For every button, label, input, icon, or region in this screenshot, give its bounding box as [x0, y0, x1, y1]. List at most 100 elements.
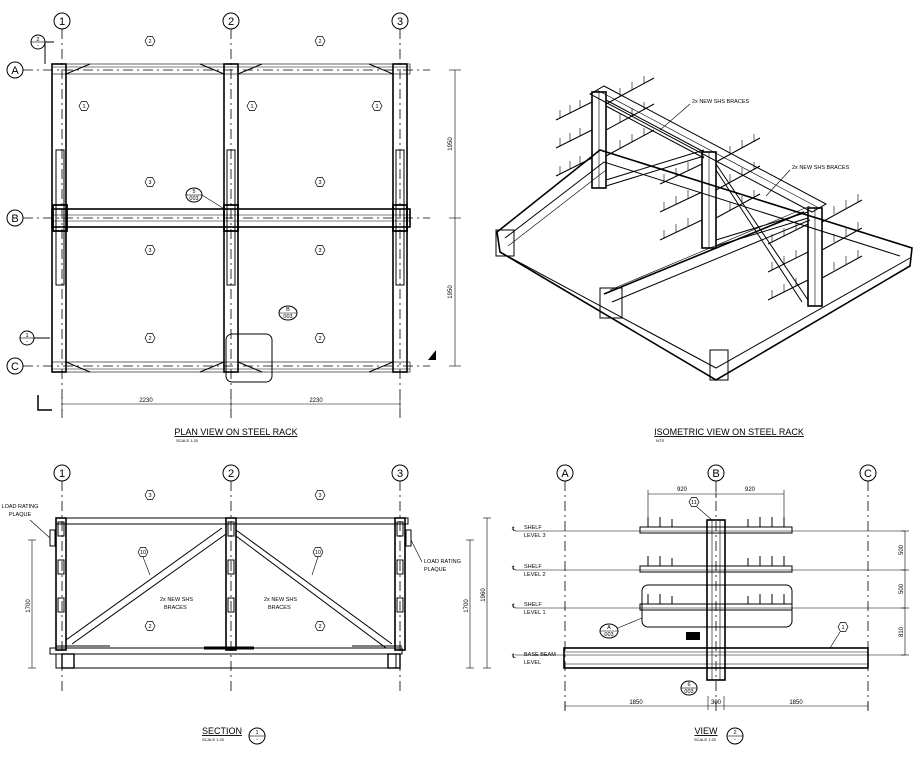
plan-section-marker-1: 1 -: [19, 330, 50, 346]
view-level-lines: [515, 530, 905, 656]
elevation-view: A B C ℄ SHELF LEVEL 3 ℄ SHELF LEVEL 2 ℄ …: [511, 464, 909, 745]
svg-text:SHELF: SHELF: [524, 602, 542, 608]
svg-text:SCALE 1:20: SCALE 1:20: [202, 737, 225, 742]
svg-text:2230: 2230: [139, 398, 153, 404]
section-frame: [49, 517, 409, 669]
svg-text:11: 11: [691, 500, 697, 506]
plan-member-tags: 2 2 1 1 1 3 3 3 3 2 2: [78, 36, 383, 343]
plan-grid-3: 3: [391, 12, 409, 418]
svg-text:-: -: [734, 737, 736, 743]
svg-text:VIEW: VIEW: [694, 726, 718, 736]
svg-text:-: -: [37, 43, 39, 49]
svg-text:LEVEL 3: LEVEL 3: [524, 533, 546, 539]
plan-section-marker-2: 2 -: [30, 34, 54, 64]
svg-text:003: 003: [283, 314, 292, 320]
svg-text:SECTION: SECTION: [202, 726, 242, 736]
svg-text:1700: 1700: [26, 599, 32, 613]
iso-braces: [605, 99, 809, 303]
svg-text:2: 2: [733, 730, 736, 736]
svg-text:PLAN VIEW ON STEEL RACK: PLAN VIEW ON STEEL RACK: [174, 427, 297, 437]
svg-text:1950: 1950: [448, 285, 454, 299]
isometric-view: 2x NEW SHS BRACES 2x NEW SHS BRACES ISOM…: [495, 76, 913, 443]
svg-text:3: 3: [318, 248, 321, 254]
svg-text:SHELF: SHELF: [524, 564, 542, 570]
svg-text:2: 2: [228, 468, 234, 480]
svg-text:B: B: [286, 307, 290, 313]
svg-text:5: 5: [192, 189, 195, 195]
section-view: 1 2 3: [2, 464, 491, 745]
svg-text:A: A: [11, 65, 19, 77]
svg-text:BRACES: BRACES: [268, 605, 291, 611]
svg-text:1: 1: [82, 104, 85, 110]
svg-text:LEVEL 1: LEVEL 1: [524, 610, 546, 616]
view-grid: A B C: [556, 464, 877, 712]
view-level-labels: ℄ SHELF LEVEL 3 ℄ SHELF LEVEL 2 ℄ SHELF …: [511, 525, 556, 666]
svg-text:3: 3: [397, 16, 403, 28]
section-plaque-left: LOAD RATING PLAQUE: [2, 504, 56, 547]
svg-text:2: 2: [148, 624, 151, 630]
svg-text:810: 810: [899, 626, 905, 637]
svg-text:6: 6: [687, 682, 690, 688]
svg-text:1: 1: [250, 104, 253, 110]
svg-text:PLAQUE: PLAQUE: [424, 567, 447, 573]
svg-text:LOAD RATING: LOAD RATING: [424, 559, 461, 565]
iso-title-block: ISOMETRIC VIEW ON STEEL RACK NTS: [654, 427, 804, 443]
svg-text:B: B: [11, 213, 18, 225]
section-dimensions: 1700 1700 1960: [26, 517, 491, 669]
svg-text:1: 1: [255, 730, 258, 736]
svg-text:2: 2: [36, 37, 39, 43]
svg-text:ISOMETRIC VIEW ON STEEL RACK: ISOMETRIC VIEW ON STEEL RACK: [654, 427, 804, 437]
svg-text:10: 10: [140, 550, 146, 556]
svg-text:10: 10: [315, 550, 321, 556]
svg-text:B: B: [712, 468, 719, 480]
svg-text:3: 3: [148, 180, 151, 186]
svg-text:1960: 1960: [481, 588, 487, 602]
svg-text:1: 1: [375, 104, 378, 110]
svg-text:2x NEW SHS: 2x NEW SHS: [264, 597, 297, 603]
svg-text:2x NEW SHS: 2x NEW SHS: [160, 597, 193, 603]
svg-text:1: 1: [841, 625, 844, 631]
svg-text:1850: 1850: [629, 700, 643, 706]
svg-text:2x NEW SHS BRACES: 2x NEW SHS BRACES: [792, 165, 849, 171]
svg-text:2: 2: [318, 624, 321, 630]
svg-text:500: 500: [899, 583, 905, 594]
svg-text:003: 003: [189, 196, 198, 202]
plan-detail-B: B 003: [225, 305, 298, 383]
section-tags: 3 3 10 10 2 2: [137, 490, 326, 631]
svg-text:3: 3: [148, 493, 151, 499]
svg-text:003: 003: [684, 689, 693, 695]
svg-text:A: A: [561, 468, 569, 480]
svg-text:3: 3: [318, 493, 321, 499]
svg-text:2: 2: [148, 39, 151, 45]
svg-text:C: C: [864, 468, 872, 480]
svg-text:LOAD RATING: LOAD RATING: [2, 504, 39, 510]
view-title-block: VIEW SCALE 1:20 2 -: [694, 726, 744, 745]
svg-text:2: 2: [318, 39, 321, 45]
svg-text:2230: 2230: [309, 398, 323, 404]
svg-text:SCALE 1:20: SCALE 1:20: [176, 438, 199, 443]
svg-text:1700: 1700: [464, 599, 470, 613]
plan-view: 1 2 3 A B C: [6, 12, 461, 443]
svg-text:3: 3: [318, 180, 321, 186]
section-grid: 1 2 3: [53, 464, 409, 695]
svg-text:920: 920: [745, 487, 756, 493]
svg-text:℄: ℄: [511, 654, 516, 660]
svg-text:2: 2: [148, 336, 151, 342]
section-braces: [65, 527, 393, 649]
plan-dimensions: 2230 2230 1950 1950: [61, 69, 461, 410]
svg-text:920: 920: [677, 487, 688, 493]
svg-text:LEVEL 2: LEVEL 2: [524, 572, 546, 578]
plan-grid-C: C: [6, 357, 430, 375]
svg-text:PLAQUE: PLAQUE: [9, 512, 32, 518]
svg-text:1850: 1850: [789, 700, 803, 706]
svg-text:BRACES: BRACES: [164, 605, 187, 611]
svg-text:3: 3: [148, 248, 151, 254]
svg-text:SCALE 1:20: SCALE 1:20: [694, 737, 717, 742]
svg-text:NTS: NTS: [656, 438, 664, 443]
section-brace-notes: 2x NEW SHS BRACES 2x NEW SHS BRACES: [160, 597, 297, 611]
svg-text:1: 1: [25, 333, 28, 339]
svg-text:C: C: [11, 361, 19, 373]
svg-text:500: 500: [899, 544, 905, 555]
plan-grid-B: B: [6, 209, 430, 227]
plan-centre-beam: [51, 204, 411, 232]
